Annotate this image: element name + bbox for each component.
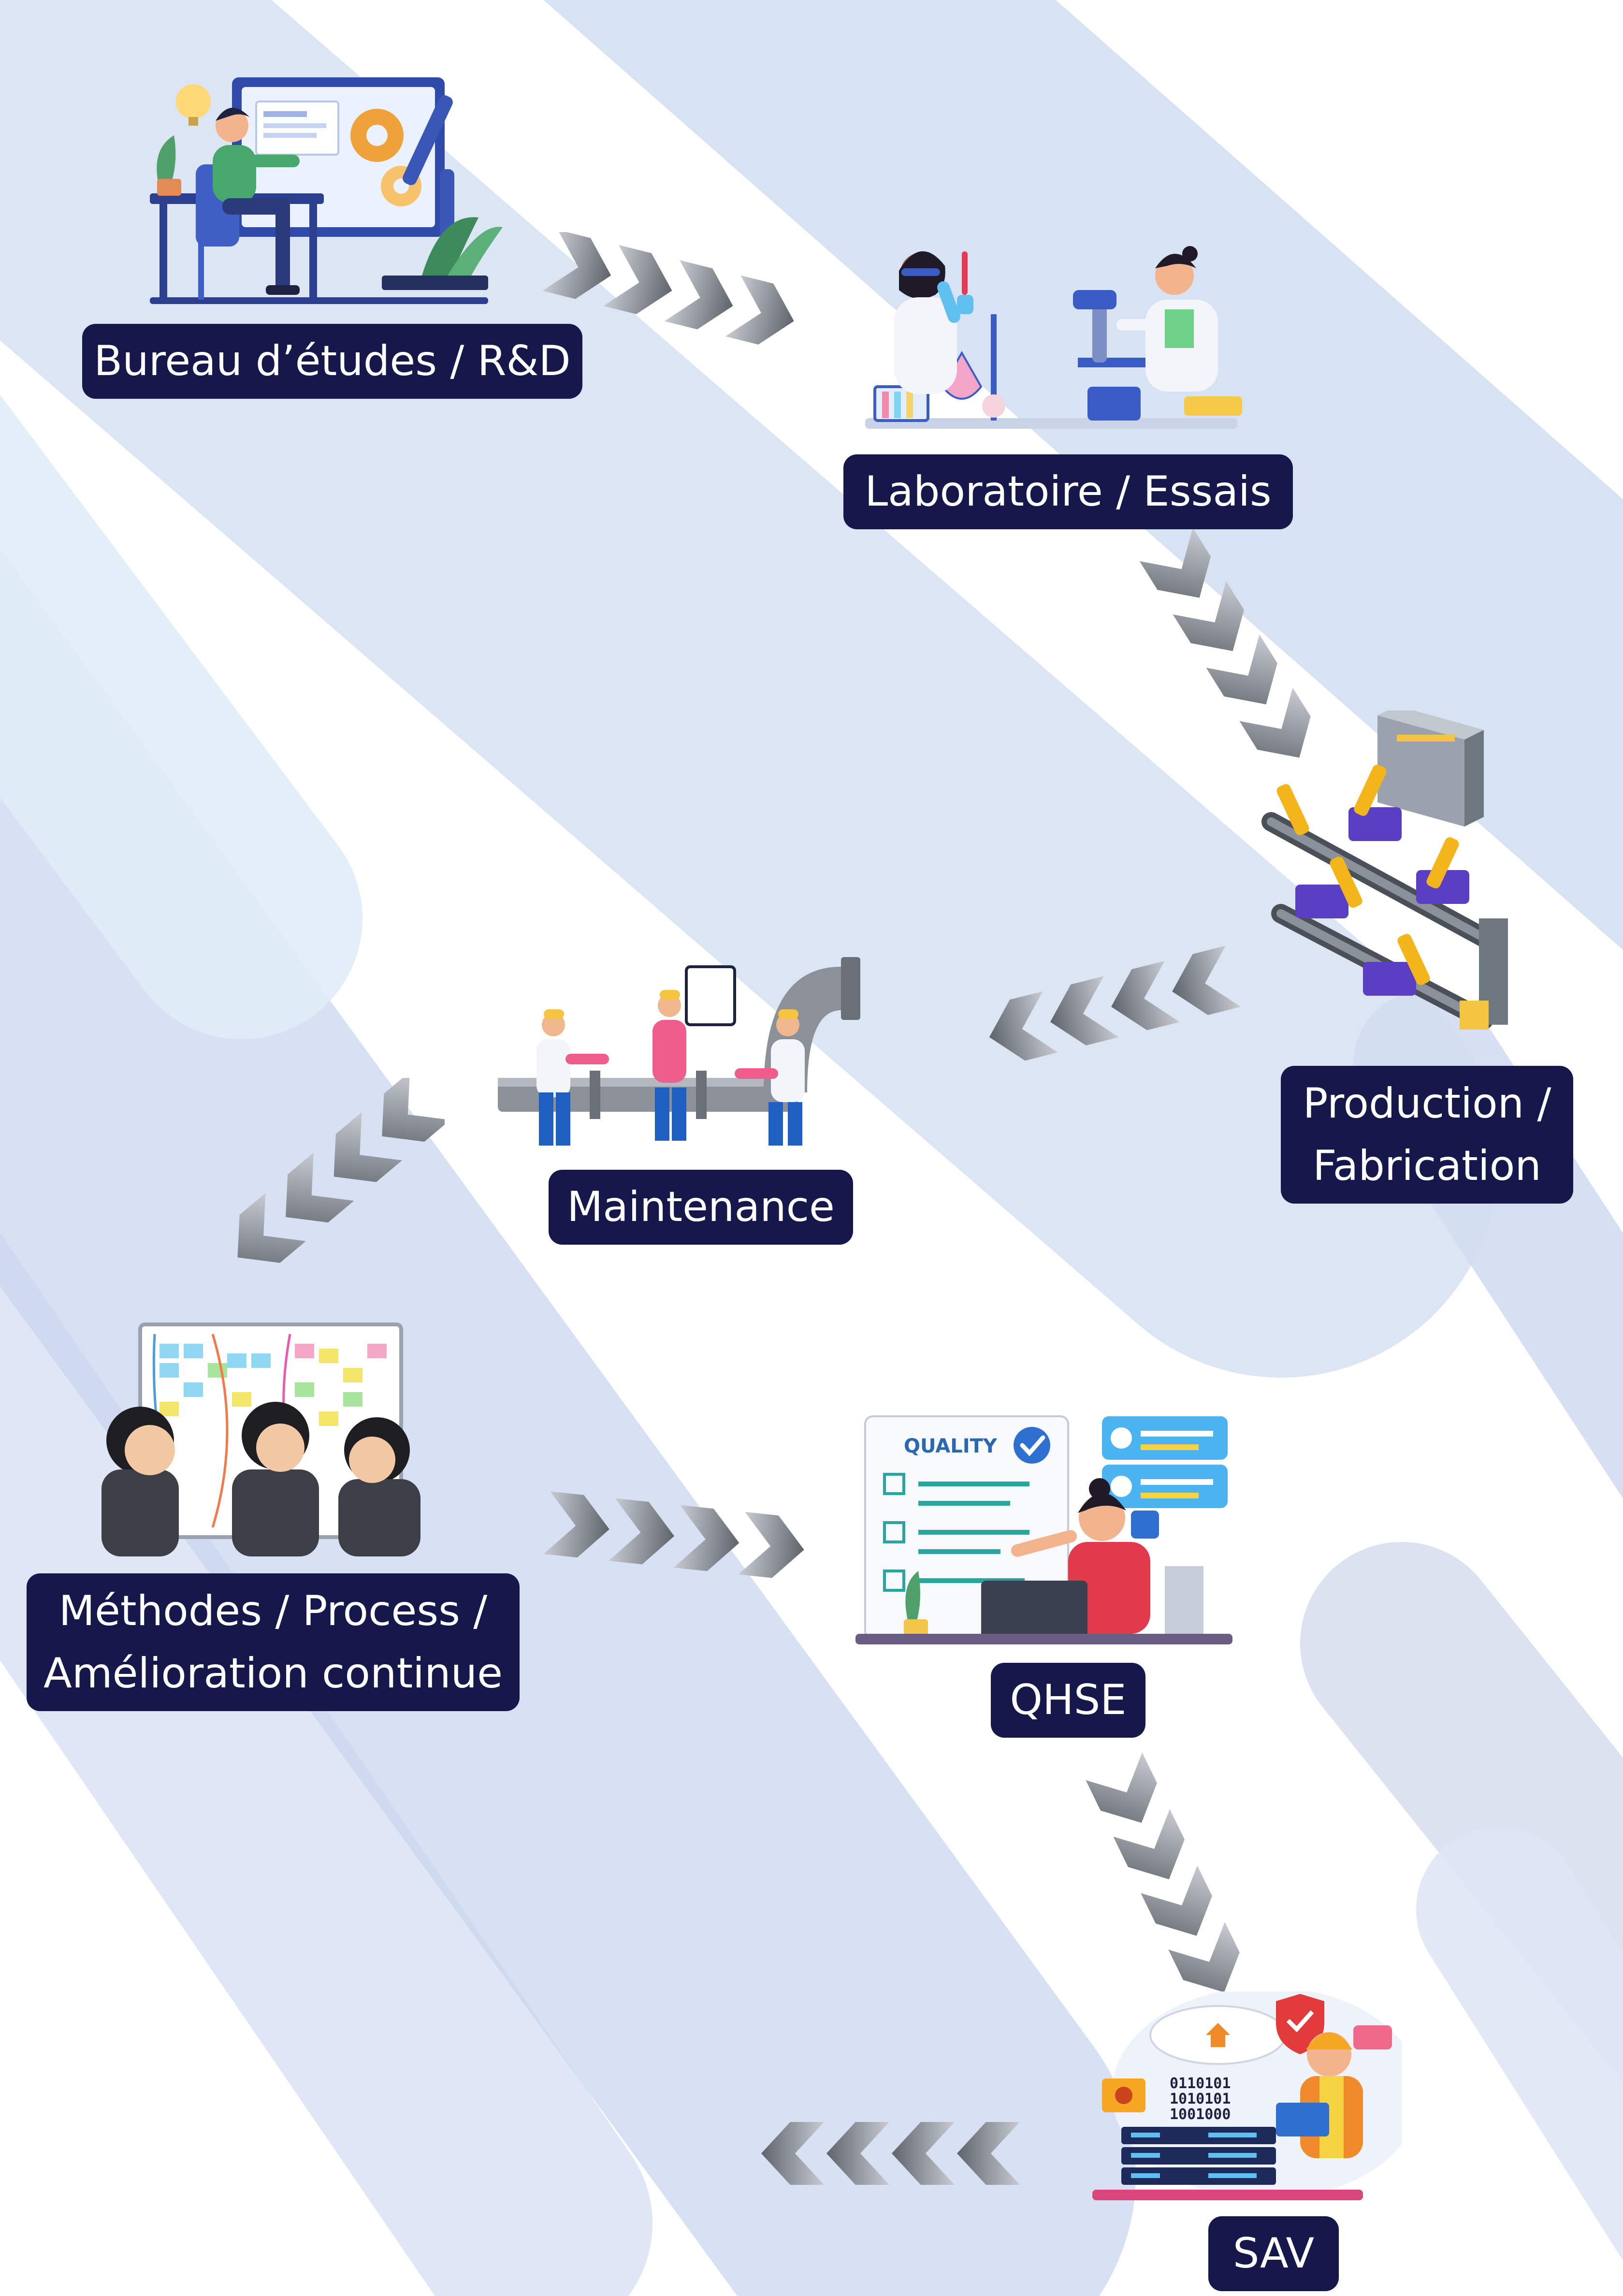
stage-label-production-line2: Fabrication [1313, 1141, 1541, 1190]
stage-label-bureau-text: Bureau d’études / R&D [94, 337, 571, 385]
stage-label-qhse: QHSE [991, 1663, 1145, 1738]
stage-label-labo: Laboratoire / Essais [843, 454, 1293, 529]
flow-arrow-3-left [989, 945, 1241, 1061]
stage-label-labo-text: Laboratoire / Essais [865, 467, 1272, 516]
stage-label-methodes: Méthodes / Process / Amélioration contin… [27, 1573, 520, 1711]
stage-label-maintenance-text: Maintenance [567, 1183, 835, 1231]
stage-label-methodes-line1: Méthodes / Process / [58, 1586, 488, 1635]
stage-label-maintenance: Maintenance [549, 1170, 853, 1245]
binary-line-2: 1010101 [1170, 2091, 1231, 2107]
quality-checklist-icon: QUALITY [855, 1415, 1232, 1644]
flow-arrow-2-down [1139, 528, 1311, 758]
pipe-workers-icon [498, 957, 860, 1146]
team-board-icon [101, 1322, 420, 1556]
binary-line-1: 0110101 [1170, 2075, 1231, 2092]
stage-label-methodes-line2: Amélioration continue [43, 1649, 503, 1698]
stage-label-production-line1: Production / [1303, 1079, 1551, 1128]
flow-arrow-4-down-left [237, 1078, 445, 1263]
flow-arrow-1-right [542, 232, 794, 345]
flow-arrow-5-right [543, 1491, 804, 1578]
binary-line-3: 1001000 [1170, 2106, 1231, 2123]
stage-label-sav: SAV [1208, 2216, 1339, 2291]
stage-label-bureau: Bureau d’études / R&D [82, 324, 582, 399]
engineer-desk-icon [150, 77, 503, 304]
flow-arrow-7-left [761, 2122, 1020, 2185]
server-technician-icon: 0110101 1010101 1001000 [1092, 1991, 1402, 2200]
flow-arrow-6-down [1086, 1752, 1240, 1991]
stage-label-sav-text: SAV [1232, 2229, 1315, 2278]
lab-scientists-icon [865, 246, 1242, 429]
stage-label-qhse-text: QHSE [1010, 1676, 1127, 1724]
quality-word: QUALITY [904, 1435, 998, 1457]
stage-label-production: Production / Fabrication [1281, 1066, 1573, 1204]
assembly-line-icon [1261, 711, 1508, 1030]
